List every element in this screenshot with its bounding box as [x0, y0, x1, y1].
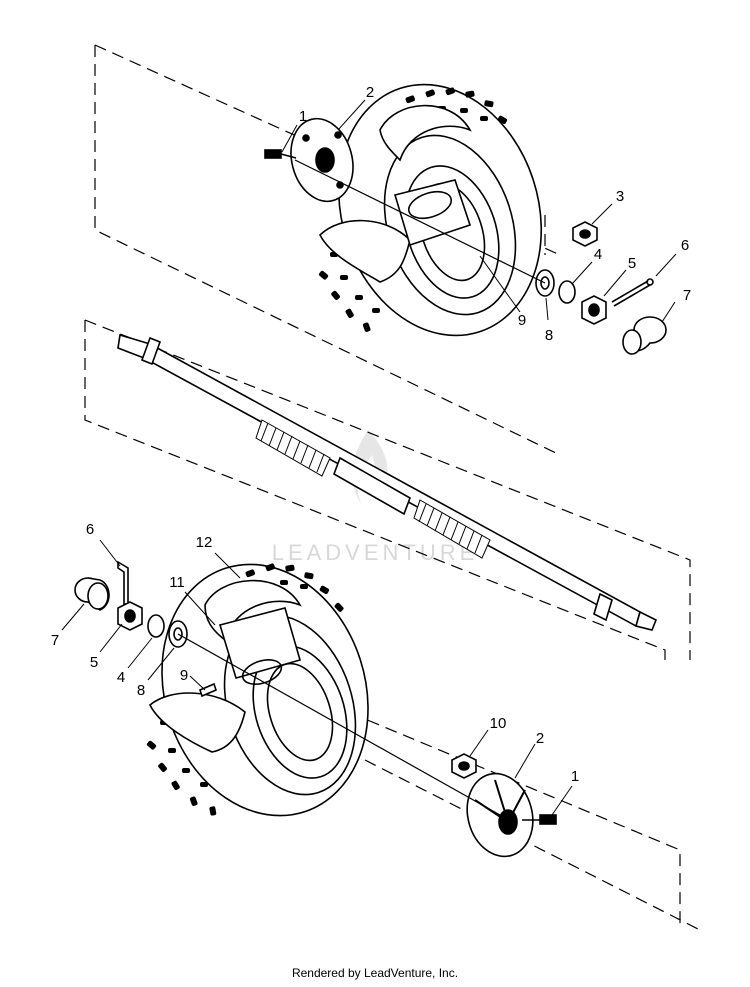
axle-spline-upper [255, 419, 331, 477]
callout-top-4: 4 [594, 246, 602, 263]
top-flange-nut [572, 221, 598, 247]
callout-top-9: 9 [518, 312, 526, 329]
top-tire-cutaway-lower [319, 219, 411, 283]
bottom-rim-barrel [218, 607, 301, 679]
bottom-castle-nut [117, 601, 143, 631]
bottom-lock-washer [147, 614, 165, 638]
callout-top-8: 8 [545, 327, 553, 344]
top-tire-cutaway-upper [379, 104, 472, 162]
rear-axle [117, 333, 658, 631]
callout-bot-11: 11 [169, 574, 185, 591]
top-cotter-pin [611, 278, 654, 307]
axle-guide [84, 319, 691, 660]
top-hub-stud [334, 131, 342, 139]
footer-credit: Rendered by LeadVenture, Inc. [291, 966, 459, 980]
axle-end-right [635, 610, 658, 631]
bottom-dust-cap [74, 577, 110, 611]
top-washer-hole [540, 276, 550, 290]
top-wheel-assembly [264, 83, 677, 355]
bottom-washer-hole [173, 627, 183, 641]
callout-bot-9: 9 [180, 667, 188, 684]
bottom-bolt [522, 814, 557, 825]
callout-bot-12: 12 [196, 534, 213, 551]
callout-bot-6: 6 [86, 521, 94, 538]
callout-top-7: 7 [683, 287, 691, 304]
callout-bot-2: 2 [536, 730, 544, 747]
callout-top-1: 1 [299, 108, 307, 125]
axle-mid-section [333, 456, 411, 516]
bottom-tire [146, 563, 369, 817]
top-bolt [264, 149, 297, 159]
top-tire [318, 83, 543, 337]
top-rim-barrel-face [407, 190, 453, 220]
callout-bot-10: 10 [490, 715, 507, 732]
bottom-key [199, 682, 217, 698]
top-dust-cap [622, 316, 667, 355]
callout-top-5: 5 [628, 255, 636, 272]
callout-bot-8: 8 [137, 682, 145, 699]
top-hub-stud [302, 134, 310, 142]
callout-top-3: 3 [616, 188, 624, 205]
bottom-cotter-pin [117, 560, 129, 605]
callout-top-2: 2 [366, 84, 374, 101]
axle-collar-left [140, 336, 162, 366]
callout-bot-4: 4 [117, 669, 125, 686]
top-rim-barrel [393, 179, 472, 247]
bottom-axle-centerline [177, 633, 501, 816]
axle-collar-right [593, 592, 613, 622]
top-hub-center [315, 147, 335, 173]
axle-spline-lower [413, 499, 491, 559]
callout-top-6: 6 [681, 237, 689, 254]
top-lock-washer [558, 280, 576, 304]
callout-bot-7: 7 [51, 632, 59, 649]
top-axle-centerline [294, 159, 546, 284]
watermark-text: LEADVENTURE [272, 540, 479, 565]
bottom-tire-cutaway-lower [149, 692, 246, 753]
bottom-wheel-assembly [61, 539, 573, 858]
top-castle-nut [581, 295, 607, 325]
callout-bot-5: 5 [90, 654, 98, 671]
callout-bot-1: 1 [571, 768, 579, 785]
bottom-flange-nut [451, 753, 477, 779]
